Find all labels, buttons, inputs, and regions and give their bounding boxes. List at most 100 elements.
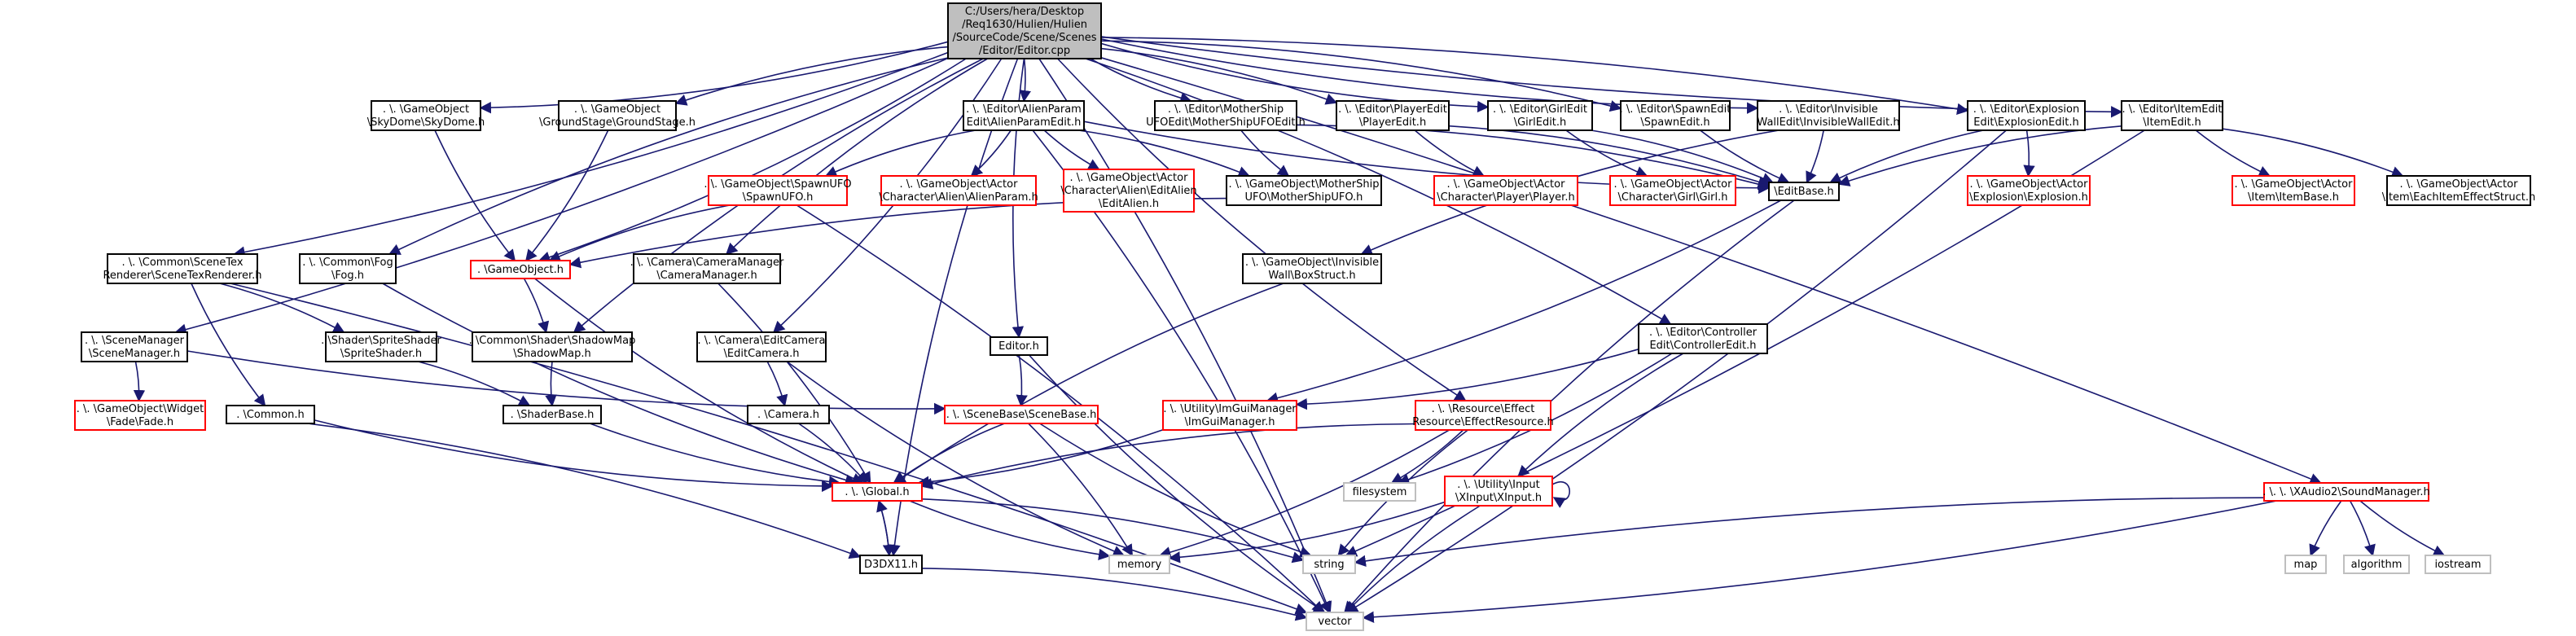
node-label-invisiblewalledit-line-1: WallEdit\InvisibleWallEdit.h <box>1757 116 1899 129</box>
node-player[interactable]: . \. \GameObject\Actor\Character\Player\… <box>1433 175 1578 206</box>
node-cameramanager[interactable]: . \. \Camera\CameraManager\CameraManager… <box>630 253 784 284</box>
node-label-explosion-line-1: \Explosion\Explosion.h <box>1969 191 2088 204</box>
node-fog[interactable]: . \. \Common\Fog\Fog.h <box>299 253 397 284</box>
node-label-explosionedit-line-1: Edit\ExplosionEdit.h <box>1973 116 2078 129</box>
edge-root-to-cameramanager <box>725 58 988 255</box>
edge-spawnedit-to-editbase <box>1700 129 1790 184</box>
node-editbase[interactable]: \EditBase.h <box>1768 182 1840 201</box>
node-box-eachitemeffect <box>2386 175 2531 206</box>
node-label-itembase-line-0: . \. \GameObject\Actor <box>2235 178 2354 191</box>
node-filesystem[interactable]: filesystem <box>1343 482 1416 502</box>
edge-itemedit-to-eachitemeffect <box>2222 128 2404 178</box>
node-xinput[interactable]: . \. \Utility\Input\XInput\XInput.h <box>1444 476 1553 507</box>
node-eachitemeffect[interactable]: . \. \GameObject\Actor\Item\EachItemEffe… <box>2382 175 2535 206</box>
node-box-spriteshader <box>325 331 437 362</box>
node-scenemanager[interactable]: . \. \SceneManager\SceneManager.h <box>81 331 188 362</box>
node-box-playeredit <box>1336 100 1450 131</box>
node-effectresource[interactable]: . \. \Resource\EffectResource\EffectReso… <box>1412 400 1554 431</box>
node-imguimanager[interactable]: . \. \Utility\ImGuiManager\ImGuiManager.… <box>1162 400 1297 431</box>
node-camera[interactable]: . \Camera.h <box>747 405 830 424</box>
node-alienparamedit[interactable]: . \. \Editor\AlienParamEdit\AlienParamEd… <box>963 100 1085 131</box>
edge-editbase-to-vector <box>1344 200 1795 614</box>
edge-invisiblewalledit-to-editbase <box>1806 129 1824 184</box>
node-label-mothershipufo-line-0: . \. \GameObject\MotherShip <box>1229 178 1380 191</box>
node-itemedit[interactable]: . \. \Editor\ItemEdit\ItemEdit.h <box>2121 100 2223 131</box>
node-explosionedit[interactable]: . \. \Editor\ExplosionEdit\ExplosionEdit… <box>1967 100 2086 131</box>
node-spawnufo[interactable]: . \. \GameObject\SpawnUFO\SpawnUFO.h <box>704 175 852 206</box>
node-memory[interactable]: memory <box>1108 555 1170 574</box>
node-d3dx11[interactable]: D3DX11.h <box>859 555 923 574</box>
node-invisiblewallbox[interactable]: . \. \GameObject\InvisibleWall\BoxStruct… <box>1242 253 1382 284</box>
node-box-spawnufo <box>708 175 848 206</box>
node-explosion[interactable]: . \. \GameObject\Actor\Explosion\Explosi… <box>1967 175 2091 206</box>
node-box-girl <box>1609 175 1736 206</box>
edge-gameobject-to-shadowmap <box>523 278 550 334</box>
node-label-fade-line-1: \Fade\Fade.h <box>107 416 173 428</box>
edge-soundmanager-to-iostream <box>2359 500 2446 556</box>
node-editcamera[interactable]: . \. \Camera\EditCamera\EditCamera.h <box>696 331 827 362</box>
edge-spriteshader-to-shaderbase <box>418 361 531 406</box>
node-label-shaderbase-line-0: . \ShaderBase.h <box>511 409 595 421</box>
node-iostream[interactable]: iostream <box>2425 555 2491 574</box>
node-invisiblewalledit[interactable]: . \. \Editor\InvisibleWallEdit\Invisible… <box>1757 100 1900 131</box>
node-label-imguimanager-line-1: \ImGuiManager.h <box>1185 416 1275 428</box>
node-shadowmap[interactable]: . \Common\Shader\ShadowMap\ShadowMap.h <box>469 331 636 362</box>
node-label-player-line-1: \Character\Player\Player.h <box>1437 191 1574 204</box>
node-global[interactable]: . \. \Global.h <box>832 482 923 502</box>
node-string[interactable]: string <box>1302 555 1356 574</box>
node-fade[interactable]: . \. \GameObject\Widget\Fade\Fade.h <box>74 400 206 431</box>
edge-girledit-to-girl <box>1565 129 1648 178</box>
node-label-editalien-line-1: \Character\Alien\EditAlien <box>1060 185 1196 197</box>
node-scenebase[interactable]: . \. \SceneBase\SceneBase.h <box>944 405 1099 424</box>
node-box-root <box>947 2 1102 59</box>
node-gameobject[interactable]: . \GameObject.h <box>470 260 571 279</box>
node-controlleredit[interactable]: . \. \Editor\ControllerEdit\ControllerEd… <box>1638 323 1768 354</box>
node-girl[interactable]: . \. \GameObject\Actor\Character\Girl\Gi… <box>1609 175 1736 206</box>
node-label-alienparam-line-0: . \. \GameObject\Actor <box>900 178 1019 191</box>
node-soundmanager[interactable]: . \. \. \XAudio2\SoundManager.h <box>2262 482 2430 502</box>
node-alienparam[interactable]: . \. \GameObject\Actor\Character\Alien\A… <box>879 175 1038 206</box>
node-scenetexrenderer[interactable]: . \. \Common\SceneTexRenderer\SceneTexRe… <box>103 253 262 284</box>
node-editorh[interactable]: Editor.h <box>990 336 1048 356</box>
node-spawnedit[interactable]: . \. \Editor\SpawnEdit\SpawnEdit.h <box>1620 100 1731 131</box>
edge-controlleredit-to-imguimanager <box>1295 349 1639 410</box>
node-groundstage[interactable]: . \. \GameObject\GroundStage\GroundStage… <box>539 100 696 131</box>
node-itembase[interactable]: . \. \GameObject\Actor\Item\ItemBase.h <box>2232 175 2355 206</box>
node-label-camera-line-0: . \Camera.h <box>757 409 819 421</box>
node-box-soundmanager <box>2263 482 2429 502</box>
node-label-girl-line-0: . \. \GameObject\Actor <box>1614 178 1733 191</box>
node-common[interactable]: . \Common.h <box>226 405 315 424</box>
edge-root-to-scenemanager <box>174 57 949 336</box>
node-label-itembase-line-1: \Item\ItemBase.h <box>2248 191 2339 204</box>
node-box-iostream <box>2425 555 2491 574</box>
node-vector[interactable]: vector <box>1306 612 1364 631</box>
node-box-invisiblewalledit <box>1757 100 1900 131</box>
node-editalien[interactable]: . \. \GameObject\Actor\Character\Alien\E… <box>1060 169 1197 213</box>
node-playeredit[interactable]: . \. \Editor\PlayerEdit\PlayerEdit.h <box>1336 100 1450 131</box>
node-label-editalien-line-0: . \. \GameObject\Actor <box>1070 172 1189 184</box>
node-label-invisiblewalledit-line-0: . \. \Editor\Invisible <box>1779 103 1878 116</box>
node-label-soundmanager-line-0: . \. \. \XAudio2\SoundManager.h <box>2262 486 2430 498</box>
edge-xinput-to-xinput <box>1551 481 1570 508</box>
node-girledit[interactable]: . \. \Editor\GirlEdit\GirlEdit.h <box>1487 100 1593 131</box>
node-mothershipufo[interactable]: . \. \GameObject\MotherShipUFO\MotherShi… <box>1226 175 1382 206</box>
edge-global-to-string <box>921 498 1305 564</box>
node-map[interactable]: map <box>2284 555 2327 574</box>
node-label-shadowmap-line-1: \ShadowMap.h <box>513 348 590 360</box>
node-label-invisiblewallbox-line-0: . \. \GameObject\Invisible <box>1245 257 1379 269</box>
node-mothershipufoedit[interactable]: . \. \Editor\MotherShipUFOEdit\MotherShi… <box>1146 100 1306 131</box>
node-shaderbase[interactable]: . \ShaderBase.h <box>502 405 602 424</box>
node-skydome[interactable]: . \. \GameObject\SkyDome\SkyDome.h <box>367 100 485 131</box>
node-algorithm[interactable]: algorithm <box>2343 555 2410 574</box>
node-box-global <box>832 482 923 502</box>
node-root[interactable]: C:/Users/hera/Desktop/Req1630/Hulien/Hul… <box>947 2 1102 59</box>
edge-groundstage-to-gameobject <box>524 129 609 262</box>
edge-alienparamedit-to-spawnufo <box>824 129 976 178</box>
node-label-skydome-line-1: \SkyDome\SkyDome.h <box>367 116 485 129</box>
node-label-alienparamedit-line-1: Edit\AlienParamEdit.h <box>967 116 1082 129</box>
edge-alienparamedit-to-alienparam <box>970 129 1012 177</box>
node-label-d3dx11-line-0: D3DX11.h <box>864 559 918 571</box>
node-label-spriteshader-line-0: . \Shader\SpriteShader <box>321 335 441 347</box>
node-spriteshader[interactable]: . \Shader\SpriteShader\SpriteShader.h <box>321 331 441 362</box>
